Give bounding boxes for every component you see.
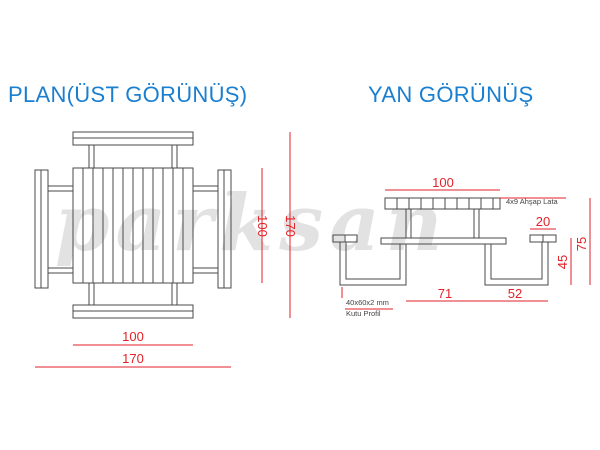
plan-dim-height-outer: 170 bbox=[283, 215, 298, 237]
plan-table-slats bbox=[82, 168, 184, 283]
side-dim-gap: 71 bbox=[438, 286, 452, 301]
plan-view bbox=[34, 131, 232, 319]
side-cross-beam bbox=[380, 237, 507, 245]
side-dim-total-height: 75 bbox=[574, 237, 589, 251]
side-view-title: YAN GÖRÜNÜŞ bbox=[368, 82, 534, 107]
side-frame-left-inner bbox=[345, 242, 401, 280]
side-note-profile-line2: Kutu Profil bbox=[346, 309, 381, 318]
plan-dim-width-inner: 100 bbox=[122, 329, 144, 344]
side-dim-top-width: 100 bbox=[432, 175, 454, 190]
side-dim-leg: 52 bbox=[508, 286, 522, 301]
side-view bbox=[332, 197, 557, 286]
side-note-wood: 4x9 Ahşap Lata bbox=[506, 197, 559, 206]
side-dimensions bbox=[341, 189, 591, 310]
side-frame-right-inner bbox=[490, 242, 543, 280]
plan-dim-height-inner: 100 bbox=[255, 215, 270, 237]
watermark: parksan bbox=[55, 178, 449, 269]
side-table-top-slats bbox=[396, 198, 494, 209]
side-dim-seat-height: 45 bbox=[555, 255, 570, 269]
side-table-top bbox=[384, 197, 501, 210]
plan-view-title: PLAN(ÜST GÖRÜNÜŞ) bbox=[8, 82, 248, 107]
plan-dimensions bbox=[35, 132, 291, 368]
side-frame-right-outer bbox=[484, 242, 549, 286]
side-frame-left-outer bbox=[339, 242, 407, 286]
plan-dim-width-outer: 170 bbox=[122, 351, 144, 366]
side-dim-seat-width: 20 bbox=[536, 214, 550, 229]
side-note-profile-line1: 40x60x2 mm bbox=[346, 298, 389, 307]
